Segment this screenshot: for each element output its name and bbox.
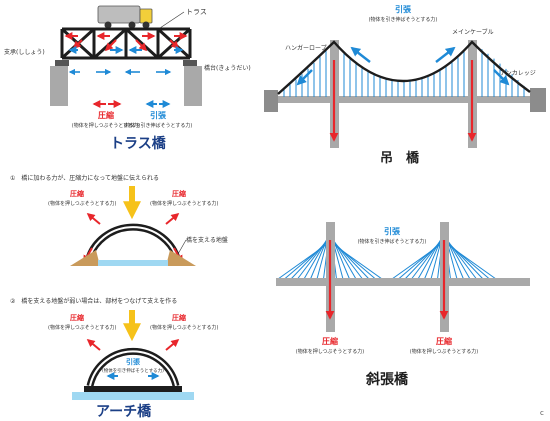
truck-icon [97,5,153,29]
suspension-bridge: 引張 (物体を引き伸ばそうとする力) ハンガーロープ メインケーブル アンカレッ… [264,4,546,166]
truss-legend: 圧縮 (物体を押しつぶそうとする力) 引張 (物体を引き伸ばそうとする力) [72,100,193,129]
right-abutment [184,66,202,106]
arch2-tension: 引張 [126,357,141,366]
cs-compression-left-sub: (物体を押しつぶそうとする力) [296,348,365,355]
arch2-compression-right-sub: (物体を押しつぶそうとする力) [150,324,219,331]
arch2-compression-left-sub: (物体を押しつぶそうとする力) [48,324,117,331]
arch2-tension-sub: (物体を引き伸ばそうとする力) [102,367,164,374]
arch1-compression-right: 圧縮 [172,189,186,198]
left-abutment [50,66,68,106]
cs-title: 斜張橋 [365,371,409,388]
left-anchorage [264,90,278,112]
label-truss: トラス [186,8,207,16]
arch1-compression-left: 圧縮 [70,189,84,198]
main-cable [277,40,531,95]
arch1-compression-left-sub: (物体を押しつぶそうとする力) [48,200,117,207]
truss-bridge: トラス 支承(ししょう) 橋台(きょうだい) 圧縮 (物体を押しつぶそうとする力… [4,5,251,152]
tie-beam [84,386,182,392]
suspension-title: 吊 橋 [380,150,420,166]
ground-label: 橋を支える地盤 [186,236,228,244]
ground-right [166,250,196,266]
arch2-compression-left: 圧縮 [70,313,84,322]
label-support: 支承(ししょう) [4,48,45,56]
truss-title: トラス橋 [110,135,167,152]
legend-tension: 引張 [150,110,167,120]
arch-bridge: ① 橋に加わる力が、圧縮力になって地盤に伝えられる 圧縮 (物体を押しつぶそうと… [10,174,228,420]
corner-mark: c [540,409,544,417]
suspension-tension-sub: (物体を引き伸ばそうとする力) [369,16,438,23]
water-2 [72,392,194,400]
truss-compression-arrows [64,32,188,52]
legend-compression: 圧縮 [98,110,114,120]
arch1-compression-right-sub: (物体を押しつぶそうとする力) [150,200,219,207]
label-abutment: 橋台(きょうだい) [204,64,251,72]
label-anchorage: アンカレッジ [500,70,536,77]
cs-tension: 引張 [384,226,401,236]
hanger-ropes [283,49,525,97]
cs-compression-right-sub: (物体を押しつぶそうとする力) [410,348,479,355]
cs-compression-left: 圧縮 [322,336,338,346]
ground-left [70,250,100,266]
water-1 [98,260,168,266]
legend-compression-sub: (物体を押しつぶそうとする力) [72,122,141,129]
cs-compression-right: 圧縮 [436,336,452,346]
cable-stayed-bridge: 引張 (物体を引き伸ばそうとする力) 圧縮 (物体を押しつぶそうとする力) 圧縮… [276,222,530,388]
cs-deck [276,278,530,286]
label-main-cable: メインケーブル [452,28,494,36]
arch-1 [84,223,182,263]
right-anchorage [530,88,546,112]
suspension-tension-label: 引張 [395,4,412,14]
legend-tension-sub: (物体を引き伸ばそうとする力) [124,122,193,129]
label-hanger-rope: ハンガーロープ [285,44,327,52]
truss-frame [60,27,192,60]
arch-step-1: ① 橋に加わる力が、圧縮力になって地盤に伝えられる [10,174,159,182]
arch-title: アーチ橋 [96,403,152,420]
arch-step-2: ② 橋を支える地盤が弱い場合は、部材をつなげて支えを作る [10,297,177,305]
suspension-deck [278,96,530,103]
arch2-compression-right: 圧縮 [172,313,186,322]
cs-tension-sub: (物体を引き伸ばそうとする力) [358,238,427,245]
